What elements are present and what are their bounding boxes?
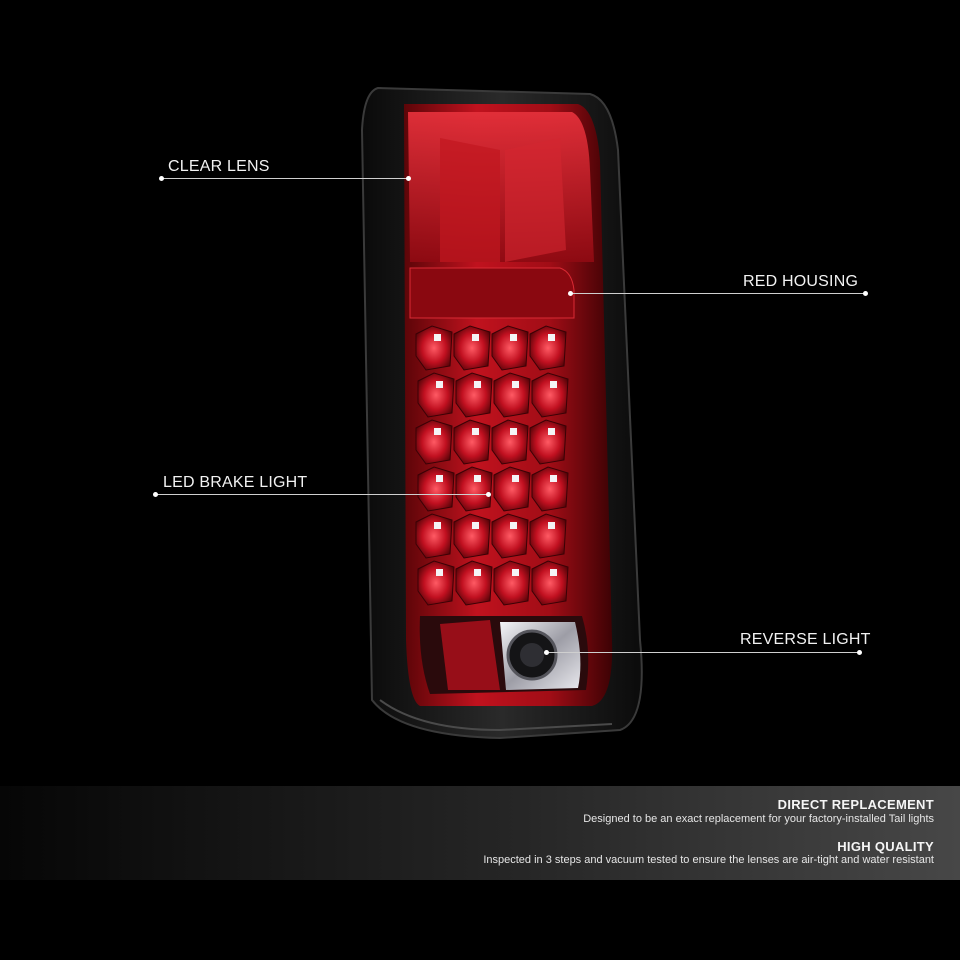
led-diode — [474, 569, 481, 576]
led-diode — [548, 428, 555, 435]
led-cell — [453, 513, 491, 559]
callout-clear-lens-target-dot — [406, 176, 411, 181]
feature-description-direct-replacement: Designed to be an exact replacement for … — [583, 813, 934, 825]
housing-ledge — [409, 267, 575, 319]
led-grid — [415, 325, 569, 606]
led-diode — [474, 475, 481, 482]
callout-red-housing-dot — [863, 291, 868, 296]
callout-reverse-light-line — [546, 652, 860, 653]
callout-led-brake-light-dot — [153, 492, 158, 497]
led-diode — [434, 334, 441, 341]
led-cell — [493, 466, 531, 512]
led-cell — [455, 466, 493, 512]
upper-reflector — [408, 112, 594, 262]
led-cell — [491, 513, 529, 559]
led-diode — [550, 381, 557, 388]
callout-led-brake-light-line — [156, 494, 490, 495]
callout-clear-lens-dot — [159, 176, 164, 181]
feature-title-direct-replacement: DIRECT REPLACEMENT — [777, 797, 934, 812]
led-diode — [436, 475, 443, 482]
led-cell — [455, 560, 493, 606]
led-diode — [472, 522, 479, 529]
led-cell — [491, 419, 529, 465]
led-diode — [548, 334, 555, 341]
led-cell — [415, 325, 453, 371]
led-cell — [491, 325, 529, 371]
callout-led-brake-light-label: LED BRAKE LIGHT — [163, 474, 308, 491]
led-diode — [510, 334, 517, 341]
led-diode — [472, 334, 479, 341]
feature-description-high-quality: Inspected in 3 steps and vacuum tested t… — [483, 854, 934, 866]
led-diode — [436, 569, 443, 576]
led-cell — [531, 466, 569, 512]
led-cell — [415, 513, 453, 559]
led-cell — [531, 560, 569, 606]
led-diode — [550, 569, 557, 576]
callout-red-housing-label: RED HOUSING — [743, 273, 859, 290]
led-cell — [415, 419, 453, 465]
callout-reverse-light-dot — [857, 650, 862, 655]
led-cell — [493, 372, 531, 418]
led-cell — [529, 513, 567, 559]
led-cell — [455, 372, 493, 418]
callout-reverse-light-label: REVERSE LIGHT — [740, 631, 871, 648]
callout-clear-lens-label: CLEAR LENS — [168, 158, 270, 175]
led-diode — [472, 428, 479, 435]
led-cell — [531, 372, 569, 418]
feature-title-high-quality: HIGH QUALITY — [837, 839, 934, 854]
callout-red-housing-target-dot — [568, 291, 573, 296]
feature-info-band: DIRECT REPLACEMENT Designed to be an exa… — [0, 786, 960, 880]
led-cell — [417, 372, 455, 418]
led-diode — [512, 475, 519, 482]
led-diode — [512, 569, 519, 576]
callout-led-brake-light-target-dot — [486, 492, 491, 497]
led-cell — [453, 419, 491, 465]
led-cell — [417, 560, 455, 606]
led-cell — [529, 419, 567, 465]
led-diode — [548, 522, 555, 529]
led-cell — [529, 325, 567, 371]
callout-reverse-light-target-dot — [544, 650, 549, 655]
callout-red-housing-line — [570, 293, 866, 294]
led-cell — [453, 325, 491, 371]
led-diode — [474, 381, 481, 388]
led-diode — [436, 381, 443, 388]
led-cell — [493, 560, 531, 606]
led-diode — [550, 475, 557, 482]
led-diode — [434, 428, 441, 435]
callout-clear-lens-line — [162, 178, 408, 179]
led-diode — [510, 428, 517, 435]
led-diode — [434, 522, 441, 529]
led-cell — [417, 466, 455, 512]
led-diode — [512, 381, 519, 388]
led-diode — [510, 522, 517, 529]
